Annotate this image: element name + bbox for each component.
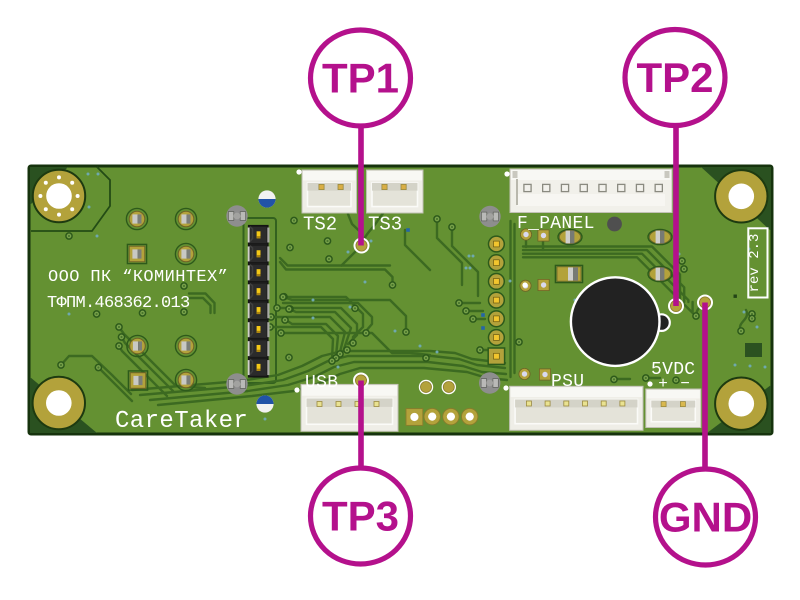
svg-text:F_PANEL: F_PANEL bbox=[517, 214, 595, 234]
svg-text:TP3: TP3 bbox=[322, 493, 399, 540]
svg-text:GND: GND bbox=[659, 494, 752, 541]
svg-text:USB: USB bbox=[305, 373, 338, 393]
svg-text:ТФПМ.468362.013: ТФПМ.468362.013 bbox=[47, 294, 190, 313]
svg-text:TS3: TS3 bbox=[368, 214, 402, 236]
svg-text:CareTaker: CareTaker bbox=[115, 408, 248, 435]
svg-text:5VDC: 5VDC bbox=[651, 360, 695, 380]
svg-text:−: − bbox=[680, 375, 690, 393]
svg-text:TP2: TP2 bbox=[636, 54, 713, 101]
svg-text:TS2: TS2 bbox=[303, 214, 337, 236]
svg-text:rev 2.3: rev 2.3 bbox=[747, 234, 763, 293]
svg-text:+: + bbox=[658, 375, 668, 393]
svg-text:PSU: PSU bbox=[551, 372, 584, 392]
svg-text:TP1: TP1 bbox=[322, 55, 399, 102]
svg-text:ООО ПК “КОМИНТЕХ”: ООО ПК “КОМИНТЕХ” bbox=[48, 268, 228, 287]
